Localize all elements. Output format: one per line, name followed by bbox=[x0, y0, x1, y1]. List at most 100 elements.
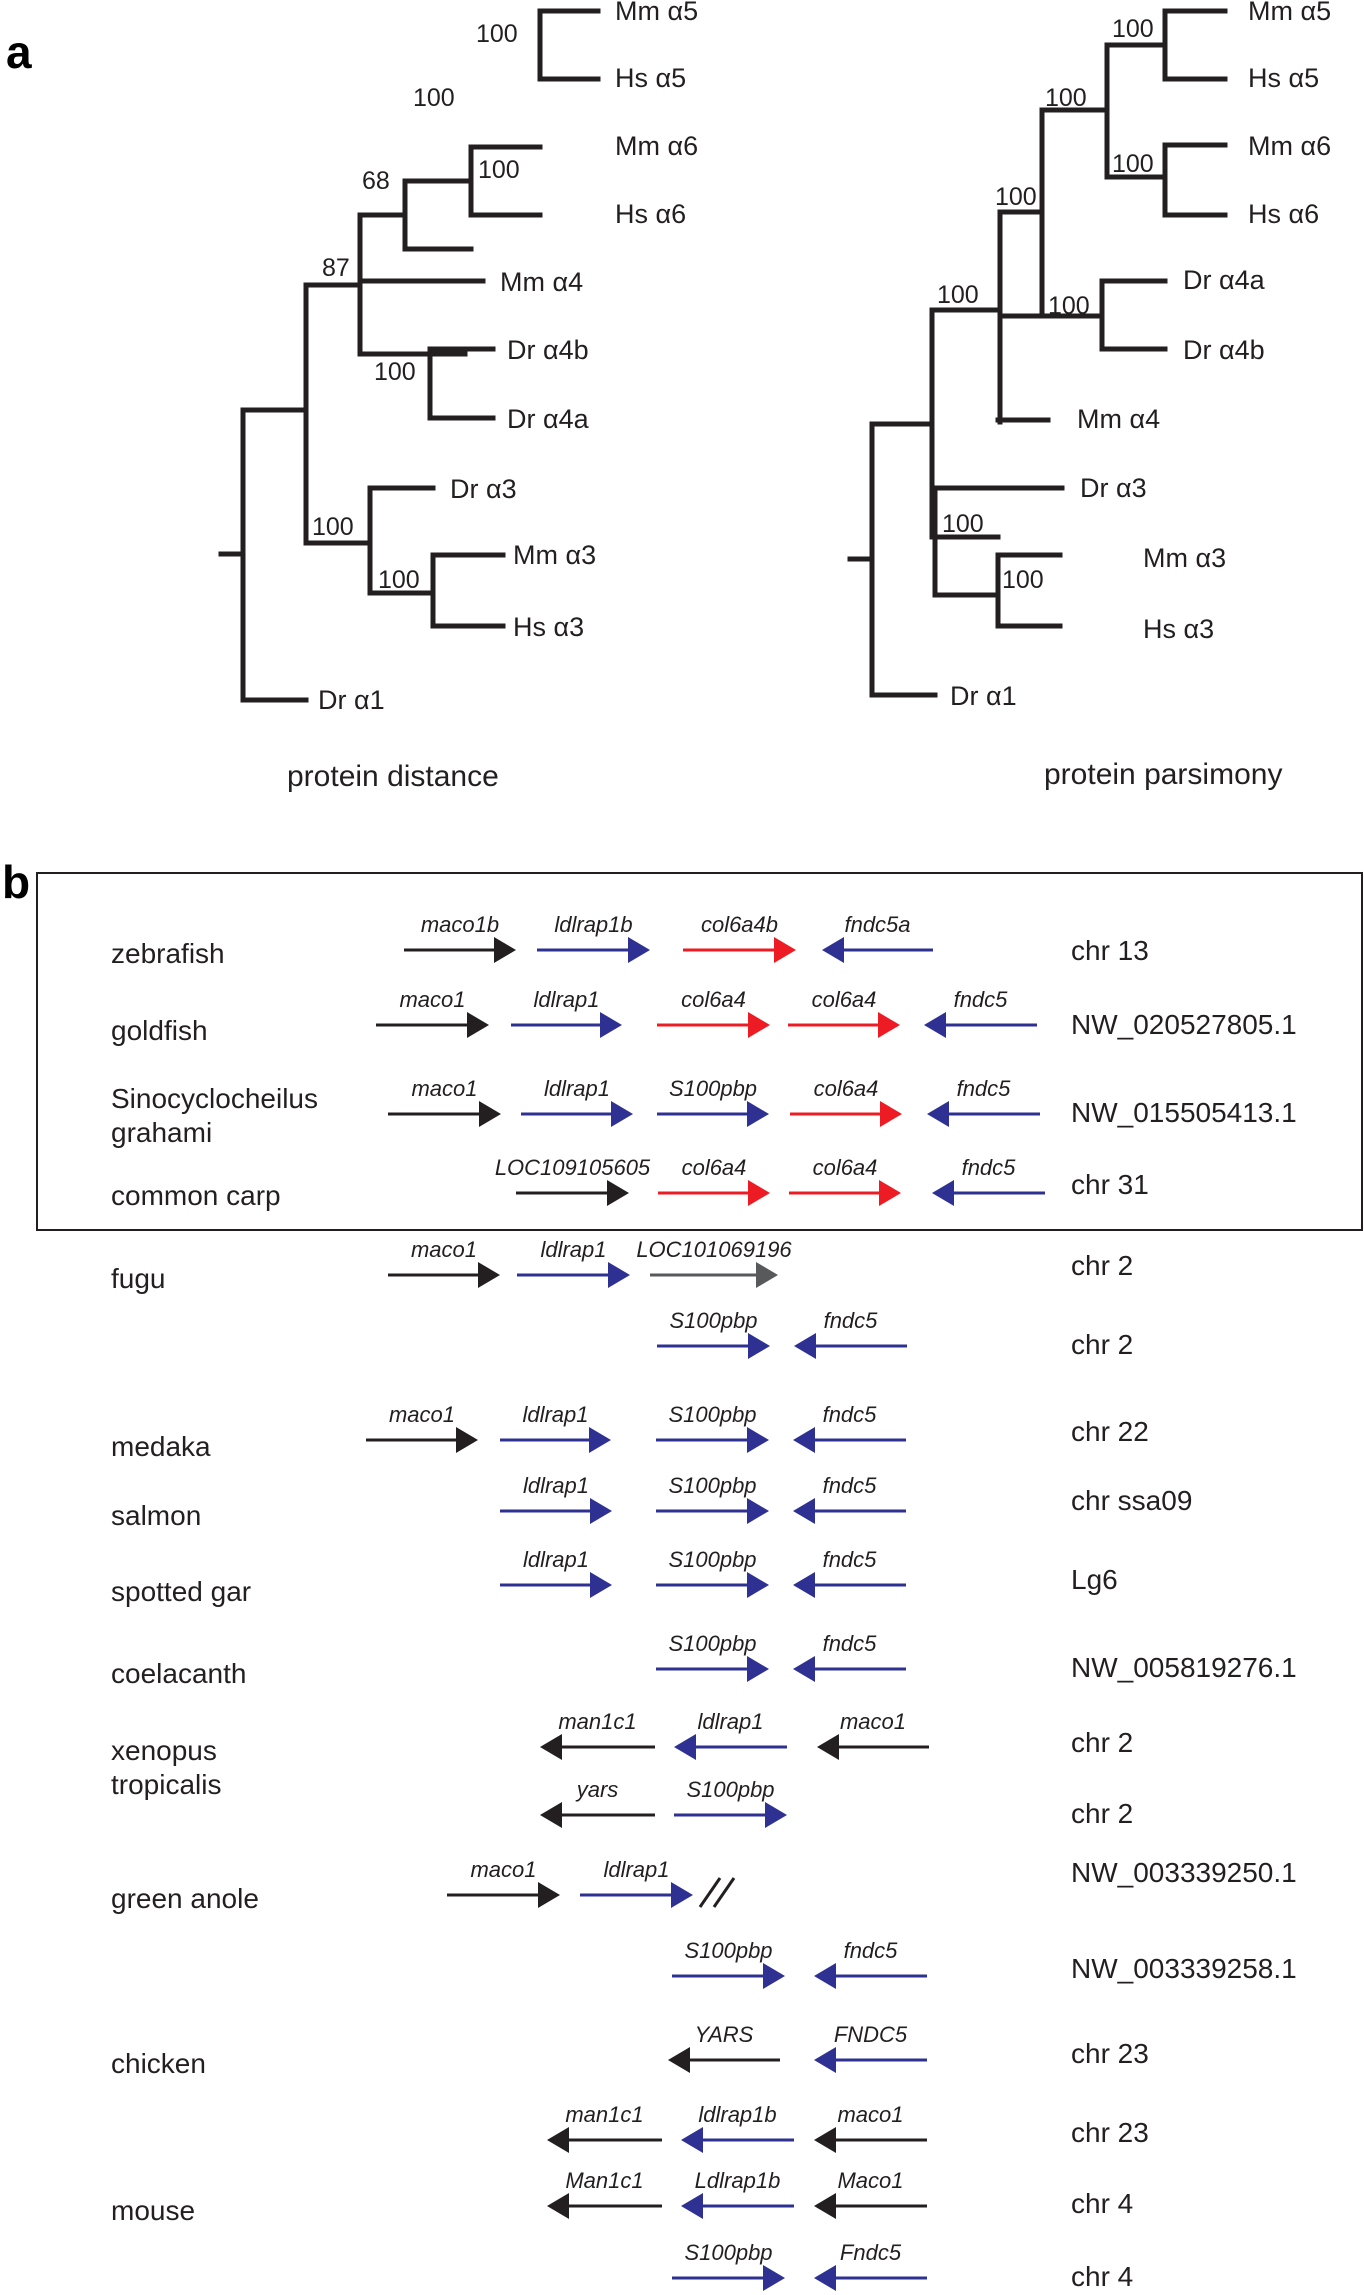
tree-right-bootstraps: 100 100 100 100 100 100 100 100 bbox=[937, 15, 1154, 594]
leaf-label: Hs α3 bbox=[1143, 614, 1214, 644]
leaf-label: Mm α6 bbox=[1248, 131, 1331, 161]
species-label: Sinocyclocheilus bbox=[111, 1083, 318, 1114]
gene-arrow-head bbox=[628, 937, 650, 963]
bootstrap-value: 100 bbox=[942, 510, 984, 538]
gene-arrow bbox=[793, 1656, 906, 1682]
chromosome-label: chr 2 bbox=[1071, 1250, 1133, 1281]
leaf-label: Mm α5 bbox=[1248, 0, 1331, 26]
gene-arrow-head bbox=[927, 1101, 949, 1127]
gene-name: col6a4 bbox=[682, 1155, 747, 1180]
gene-name: fndc5 bbox=[957, 1076, 1012, 1101]
gene-name: ldlrap1 bbox=[544, 1076, 610, 1101]
gene-arrow bbox=[789, 1180, 901, 1206]
chromosome-label: chr 13 bbox=[1071, 935, 1149, 966]
gene-name: ldlrap1 bbox=[523, 1473, 589, 1498]
gene-name: ldlrap1 bbox=[540, 1237, 606, 1262]
gene-name: FNDC5 bbox=[834, 2022, 908, 2047]
gene-name: ldlrap1 bbox=[522, 1402, 588, 1427]
leaf-label: Mm α4 bbox=[1077, 404, 1160, 434]
gene-arrow-head bbox=[932, 1180, 954, 1206]
gene-arrow-head bbox=[880, 1101, 902, 1127]
gene-name: col6a4 bbox=[681, 987, 746, 1012]
gene-arrow-head bbox=[817, 1734, 839, 1760]
bootstrap-value: 87 bbox=[322, 254, 350, 282]
bootstrap-value: 100 bbox=[312, 513, 354, 541]
chromosome-label: chr 4 bbox=[1071, 2261, 1133, 2292]
gene-arrow bbox=[656, 1572, 769, 1598]
gene-name: man1c1 bbox=[558, 1709, 636, 1734]
gene-arrow bbox=[656, 1498, 769, 1524]
gene-arrow bbox=[500, 1572, 612, 1598]
leaf-label: Hs α5 bbox=[615, 63, 686, 93]
gene-arrow bbox=[657, 1333, 770, 1359]
gene-name: Fndc5 bbox=[840, 2240, 902, 2265]
gene-arrow-head bbox=[747, 1101, 769, 1127]
leaf-label: Dr α4a bbox=[507, 404, 590, 434]
chromosome-label: Lg6 bbox=[1071, 1564, 1118, 1595]
gene-arrow-head bbox=[547, 2127, 569, 2153]
species-label-line2: tropicalis bbox=[111, 1769, 221, 1800]
gene-arrow bbox=[924, 1012, 1037, 1038]
gene-arrow-head bbox=[763, 1963, 785, 1989]
gene-arrow-head bbox=[478, 1262, 500, 1288]
gene-arrow-head bbox=[456, 1427, 478, 1453]
gene-arrow-head bbox=[879, 1180, 901, 1206]
gene-arrow-head bbox=[607, 1180, 629, 1206]
species-label-line2: grahami bbox=[111, 1117, 212, 1148]
bootstrap-value: 68 bbox=[362, 167, 390, 195]
leaf-label: Hs α3 bbox=[513, 612, 584, 642]
gene-arrow-head bbox=[540, 1734, 562, 1760]
gene-arrow-head bbox=[814, 2193, 836, 2219]
gene-arrow bbox=[814, 2047, 927, 2073]
chromosome-label: chr 22 bbox=[1071, 1416, 1149, 1447]
gene-arrow bbox=[672, 1963, 785, 1989]
leaf-label: Hs α6 bbox=[1248, 199, 1319, 229]
leaf-label: Mm α6 bbox=[615, 131, 698, 161]
gene-arrow-head bbox=[747, 1498, 769, 1524]
chromosome-label: chr 23 bbox=[1071, 2038, 1149, 2069]
gene-name: maco1 bbox=[470, 1857, 536, 1882]
tree-right-caption: protein parsimony bbox=[1044, 758, 1282, 791]
gene-arrow bbox=[657, 1101, 769, 1127]
gene-name: Ldlrap1b bbox=[695, 2168, 781, 2193]
tree-right-leaf-labels: Mm α5 Hs α5 Mm α6 Hs α6 Dr α4a Dr α4b Mm… bbox=[950, 0, 1331, 711]
gene-arrow bbox=[656, 1656, 769, 1682]
gene-arrow-head bbox=[589, 1427, 611, 1453]
gene-arrow-head bbox=[540, 1802, 562, 1828]
gene-arrow-head bbox=[793, 1656, 815, 1682]
gene-arrow bbox=[366, 1427, 478, 1453]
bootstrap-value: 100 bbox=[478, 156, 520, 184]
gene-arrow bbox=[793, 1427, 906, 1453]
gene-name: maco1 bbox=[411, 1237, 477, 1262]
gene-arrow-head bbox=[479, 1101, 501, 1127]
gene-arrow-head bbox=[748, 1180, 770, 1206]
gene-name: LOC109105605 bbox=[495, 1155, 651, 1180]
gene-arrow bbox=[822, 937, 933, 963]
gene-arrow-head bbox=[763, 2265, 785, 2291]
gene-name: fndc5a bbox=[844, 912, 910, 937]
gene-arrow-head bbox=[794, 1333, 816, 1359]
gene-arrow-head bbox=[793, 1498, 815, 1524]
gene-name: S100pbp bbox=[669, 1308, 757, 1333]
bootstrap-value: 100 bbox=[374, 358, 416, 386]
gene-name: S100pbp bbox=[669, 1076, 757, 1101]
bootstrap-value: 100 bbox=[937, 281, 979, 309]
gene-arrow-head bbox=[668, 2047, 690, 2073]
gene-arrow bbox=[500, 1498, 612, 1524]
gene-name: ldlrap1b bbox=[554, 912, 632, 937]
gene-arrow-head bbox=[814, 2265, 836, 2291]
gene-arrow-head bbox=[681, 2193, 703, 2219]
species-label: fugu bbox=[111, 1263, 166, 1294]
gene-arrow-head bbox=[924, 1012, 946, 1038]
gene-name: col6a4b bbox=[701, 912, 778, 937]
bootstrap-value: 100 bbox=[995, 183, 1037, 211]
